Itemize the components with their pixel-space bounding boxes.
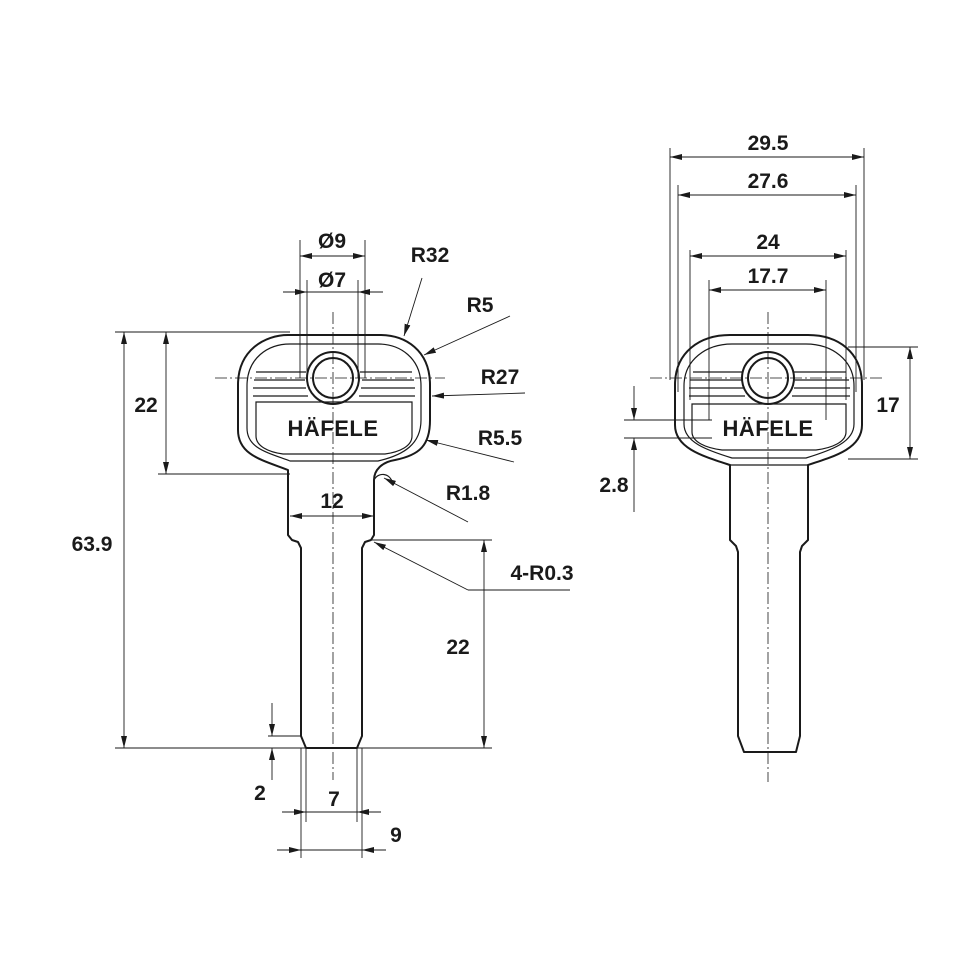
- key-head-inner: [246, 343, 422, 462]
- dim-r1-8: R1.8: [446, 482, 491, 505]
- dim-shank-length: 22: [446, 636, 469, 659]
- dim-r27: R27: [481, 366, 520, 389]
- key-head-outline: [237, 334, 431, 749]
- dim-width-29-5: 29.5: [748, 132, 789, 155]
- dim-width-24: 24: [756, 231, 780, 254]
- side-key-inner: [683, 343, 855, 459]
- dim-dia-outer: Ø9: [318, 230, 346, 253]
- dim-tip-chamfer: 2: [254, 782, 266, 805]
- dim-width-17-7: 17.7: [748, 265, 789, 288]
- dim-neck-width: 12: [320, 490, 343, 513]
- dim-dia-inner: Ø7: [318, 269, 346, 292]
- key-grip-grooves: [253, 371, 415, 397]
- dim-r0-3: 4-R0.3: [510, 562, 573, 585]
- dim-head-height: 22: [134, 394, 157, 417]
- front-view-key: HÄFELE: [215, 312, 445, 780]
- side-view-dimensions: 29.5 27.6 24 17.7 17 2.8: [599, 132, 918, 512]
- dim-width-27-6: 27.6: [748, 170, 789, 193]
- side-key-grip-grooves: [689, 371, 850, 397]
- side-key-outline: [674, 334, 863, 753]
- dim-side-head-height: 17: [876, 394, 899, 417]
- dim-side-offset: 2.8: [599, 474, 629, 497]
- front-view-dimensions: Ø9 Ø7 R32 R5 R27 R5.5 R1.8 4-R0.3 22: [72, 230, 574, 858]
- dim-overall-length: 63.9: [72, 533, 113, 556]
- dim-tip-width: 7: [328, 788, 340, 811]
- key-notch: [373, 473, 394, 485]
- side-key-panel: [691, 403, 847, 451]
- dim-shank-width: 9: [390, 824, 402, 847]
- side-view-key: HÄFELE: [650, 312, 885, 782]
- dim-r5: R5: [467, 294, 494, 317]
- key-logo-panel: [255, 401, 413, 455]
- dim-r5-5: R5.5: [478, 427, 523, 450]
- dim-r32: R32: [411, 244, 450, 267]
